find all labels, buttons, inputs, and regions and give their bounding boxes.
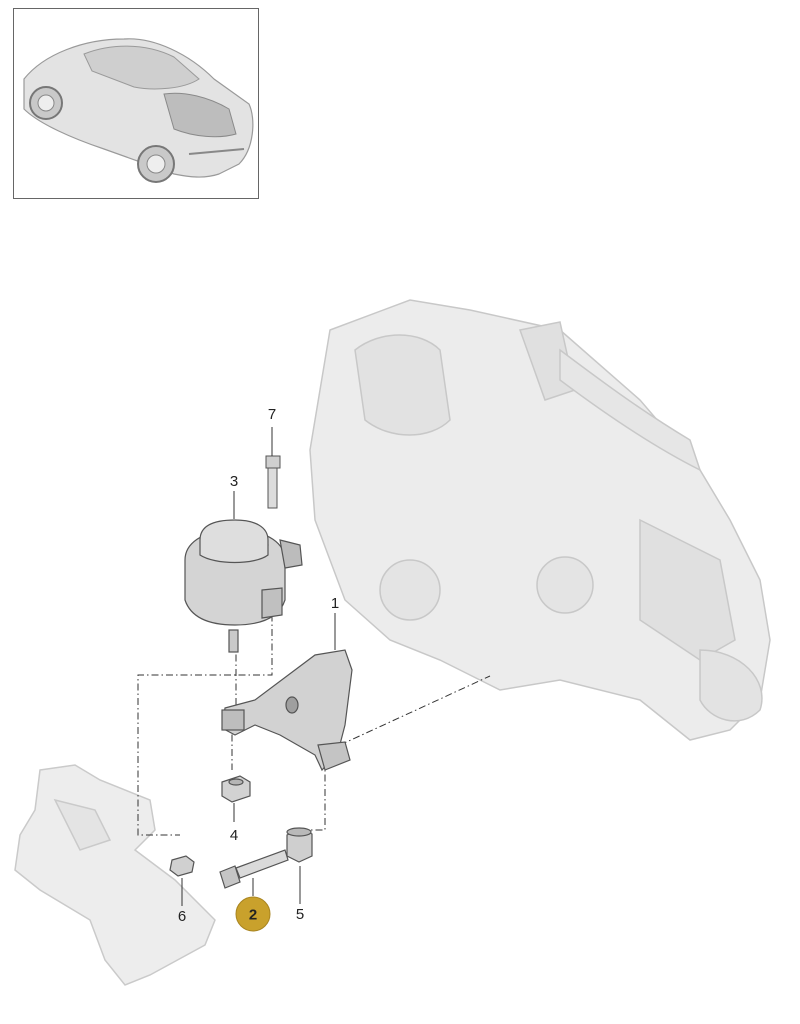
callout-7-label: 7 [268, 406, 276, 423]
callout-3-label: 3 [230, 473, 238, 490]
part-6-nut[interactable] [169, 855, 195, 877]
callout-3[interactable]: 3 [230, 473, 238, 490]
sports-car-icon [23, 38, 254, 183]
callout-1[interactable]: 1 [331, 595, 339, 612]
callout-4-label: 4 [230, 827, 238, 844]
callout-leader-lines [181, 427, 336, 906]
selected-badge [235, 896, 271, 932]
callout-1-label: 1 [331, 595, 339, 612]
callout-6[interactable]: 6 [178, 908, 186, 925]
callout-4[interactable]: 4 [230, 827, 238, 844]
part-1-bracket[interactable] [221, 649, 353, 772]
part-5-bushing[interactable] [286, 827, 313, 863]
callout-7[interactable]: 7 [268, 406, 276, 423]
part-4-nut[interactable] [221, 775, 251, 803]
transmission-assembly-icon [309, 299, 771, 741]
callout-5-label: 5 [296, 906, 304, 923]
callout-2-selected[interactable]: 2 [235, 896, 271, 932]
callout-6-label: 6 [178, 908, 186, 925]
callout-2-label: 2 [249, 907, 257, 924]
part-2-bolt[interactable] [219, 849, 289, 889]
vehicle-thumbnail [13, 8, 259, 199]
part-3-engine-mount[interactable] [184, 519, 303, 653]
callout-5[interactable]: 5 [296, 906, 304, 923]
subframe-bracket-icon [14, 764, 216, 986]
part-7-bolt[interactable] [265, 455, 281, 509]
